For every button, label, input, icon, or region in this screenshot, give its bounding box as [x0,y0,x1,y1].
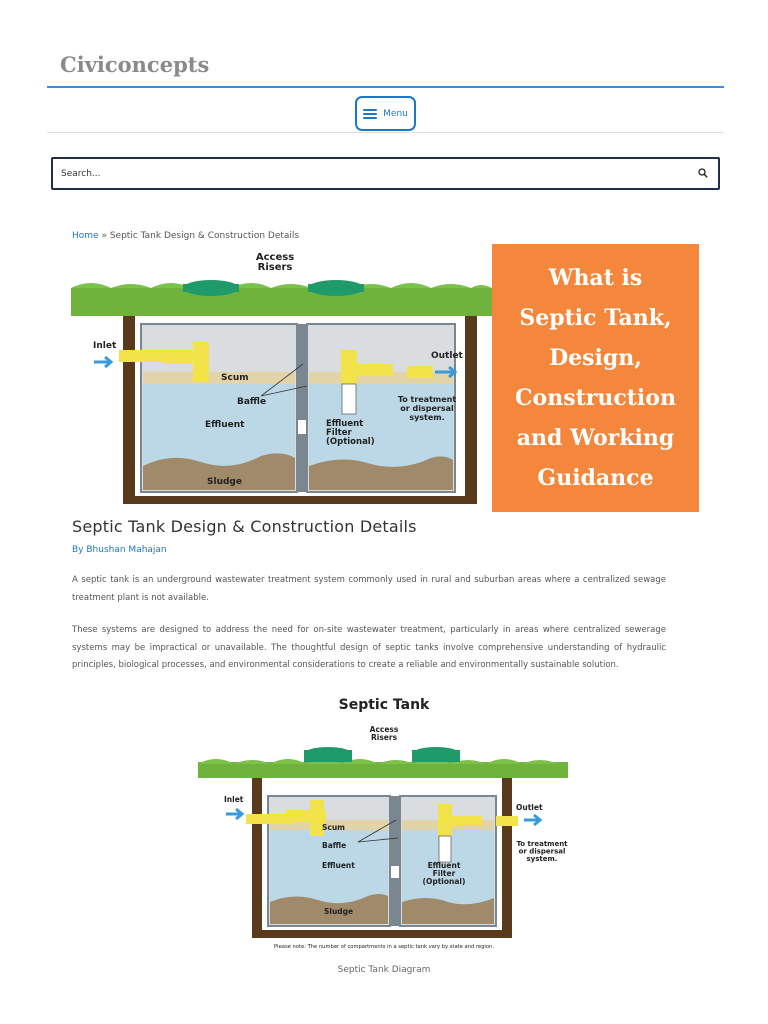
hero-label-outlet: Outlet [431,351,464,361]
hero-label-sludge: Sludge [207,477,242,487]
post-title: Septic Tank Design & Construction Detail… [72,517,417,536]
figure-note: Please note: The number of compartments … [274,944,494,950]
figure-label-outlet: Outlet [516,803,543,812]
site-title[interactable]: Civiconcepts [60,52,210,77]
hamburger-icon [363,108,378,119]
post-paragraph: These systems are designed to address th… [72,625,666,670]
header-divider [47,86,724,88]
hero-title-line: Guidance [537,465,654,491]
hero-label-effluent: Effluent [205,420,245,430]
breadcrumb-separator: » [101,231,107,241]
figure-label-scum: Scum [322,823,345,832]
breadcrumb-home-link[interactable]: Home [72,231,99,241]
figure-label-sludge: Sludge [324,907,353,916]
hero-title-line: Septic Tank, [519,305,672,331]
hero-label-baffle: Baffle [237,397,266,407]
breadcrumb: Home » Septic Tank Design & Construction… [72,231,299,241]
hero-label-scum: Scum [221,373,249,383]
menu-button-label: Menu [383,108,408,119]
figure-label-inlet: Inlet [224,795,244,804]
hero-title-line: and Working [516,425,675,451]
menu-button[interactable]: Menu [355,96,416,131]
hero-title-line: Construction [515,385,676,411]
figure-heading: Septic Tank [339,697,430,713]
hero-label-inlet: Inlet [93,341,117,351]
figure-label-effluent: Effluent [322,861,355,870]
hero-title-line: What is [548,265,643,291]
breadcrumb-current: Septic Tank Design & Construction Detail… [109,231,300,241]
figure-label-baffle: Baffle [322,841,346,850]
post-author-link[interactable]: By Bhushan Mahajan [72,545,167,555]
figure-caption: Septic Tank Diagram [337,965,431,975]
search-input[interactable] [61,165,661,183]
post-paragraph: A septic tank is an underground wastewat… [72,575,666,603]
nav-divider [47,132,724,133]
hero-title-panel: What is Septic Tank, Design, Constructio… [492,244,699,512]
hero-title-line: Design, [549,345,642,371]
search-form [51,157,720,190]
search-icon[interactable] [698,168,708,178]
